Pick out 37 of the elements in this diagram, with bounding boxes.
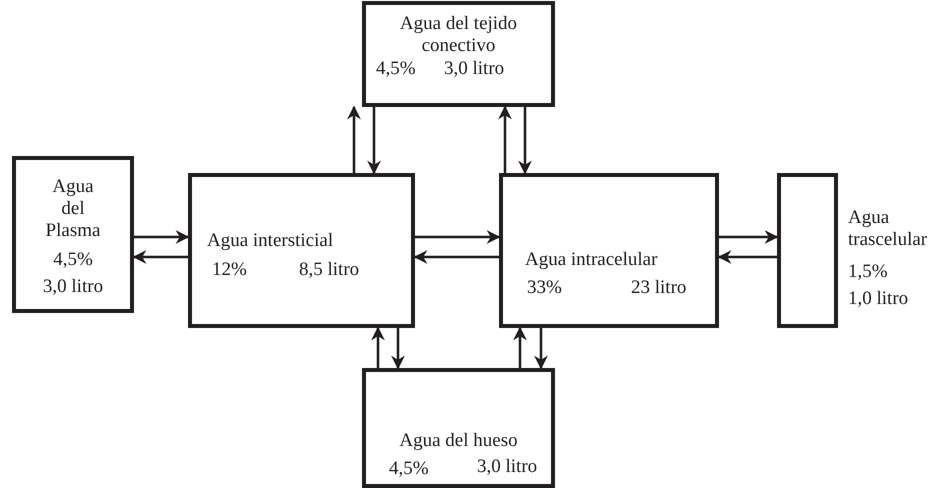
percentage-label: 1,5%: [848, 261, 888, 283]
arrow: [498, 106, 512, 173]
percentage-label: 12%: [212, 259, 247, 281]
volume-label: 8,5 litro: [299, 259, 360, 281]
compartment-box: [362, 368, 555, 488]
arrow: [367, 107, 381, 174]
compartment-name: Agua intracelular: [525, 249, 658, 271]
arrow: [134, 230, 190, 244]
volume-label: 3,0 litro: [444, 58, 504, 80]
compartment-name: Agua trascelular: [848, 207, 928, 251]
arrow: [719, 230, 778, 244]
percentage-label: 4,5%: [52, 249, 94, 271]
percentage-label: 4,5%: [389, 458, 429, 480]
compartment-name: Agua del tejido conectivo: [398, 13, 518, 57]
arrow: [415, 230, 500, 244]
arrow: [347, 106, 361, 173]
arrow: [132, 250, 188, 264]
arrow: [391, 328, 405, 370]
volume-label: 3,0 litro: [477, 456, 538, 478]
percentage-label: 4,5%: [376, 58, 416, 80]
compartment-name: Agua intersticial: [207, 230, 334, 252]
arrow: [534, 328, 548, 370]
arrow: [414, 250, 499, 264]
arrow: [518, 107, 532, 174]
percentage-label: 33%: [527, 277, 562, 299]
arrow: [371, 326, 385, 368]
compartment-name: Agua del hueso: [398, 430, 519, 452]
arrow: [513, 326, 527, 368]
volume-label: 3,0 litro: [42, 276, 104, 298]
compartment-box: [362, 1, 555, 107]
arrow: [718, 250, 777, 264]
compartment-box: [499, 173, 719, 328]
volume-label: 1,0 litro: [848, 288, 908, 310]
volume-label: 23 litro: [631, 277, 686, 299]
compartment-name: Agua del Plasma: [44, 176, 102, 242]
compartment-box: [188, 173, 415, 328]
compartment-box: [12, 156, 134, 313]
